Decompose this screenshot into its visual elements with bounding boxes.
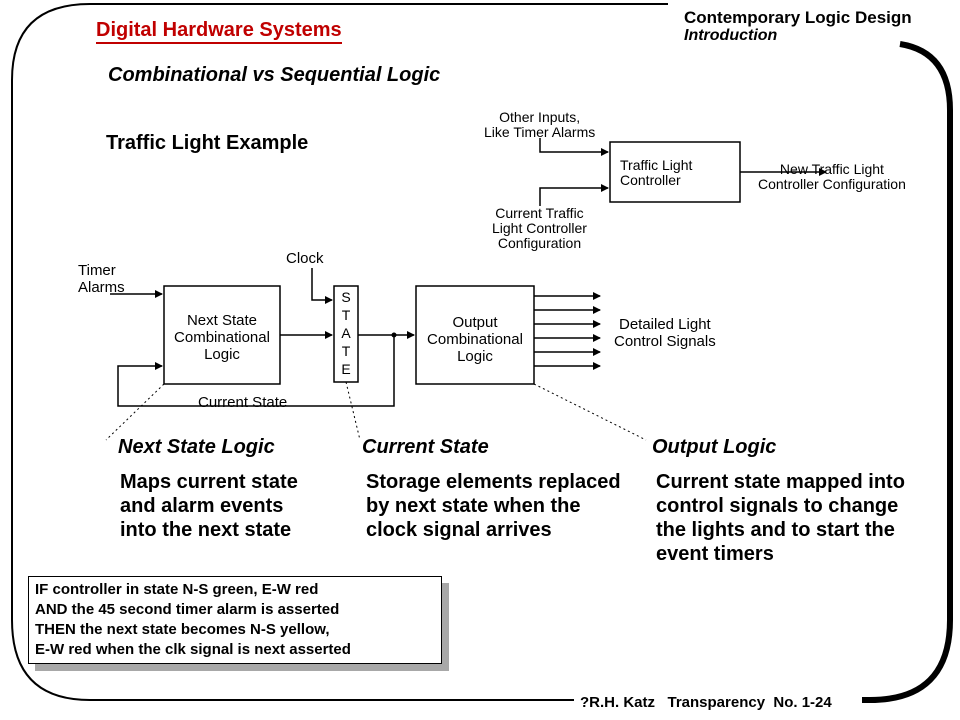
section-body-next-state: Maps current state and alarm events into…: [120, 471, 298, 541]
slide-title: Digital Hardware Systems: [96, 18, 342, 44]
top-diagram-lines: [539, 138, 827, 206]
note-line: E-W red when the clk signal is next asse…: [35, 641, 351, 658]
clock-label: Clock: [286, 250, 324, 267]
other-inputs-label: Other Inputs,Like Timer Alarms: [484, 109, 596, 140]
state-register-label: S T A T E: [341, 289, 351, 377]
section-body-output: Current state mapped into control signal…: [656, 471, 905, 565]
course-name: Contemporary Logic Design: [684, 8, 912, 27]
note-line: AND the 45 second timer alarm is asserte…: [35, 601, 340, 618]
main-diagram-lines: [105, 268, 647, 441]
chapter-name: Introduction: [684, 27, 778, 44]
example-note-box: IF controller in state N-S green, E-W re…: [28, 576, 442, 664]
footer-credit: ?R.H. Katz Transparency No. 1-24: [580, 694, 832, 711]
slide-subtitle: Combinational vs Sequential Logic: [108, 64, 441, 86]
section-heading-next-state: Next State Logic: [118, 436, 275, 458]
current-state-loop-label: Current State: [198, 394, 288, 411]
section-heading-current-state: Current State: [362, 436, 489, 458]
note-line: IF controller in state N-S green, E-W re…: [35, 581, 319, 598]
section-body-current-state: Storage elements replaced by next state …: [366, 471, 621, 541]
example-title: Traffic Light Example: [106, 132, 309, 154]
section-heading-output: Output Logic: [652, 436, 777, 458]
note-line: THEN the next state becomes N-S yellow,: [35, 621, 330, 638]
